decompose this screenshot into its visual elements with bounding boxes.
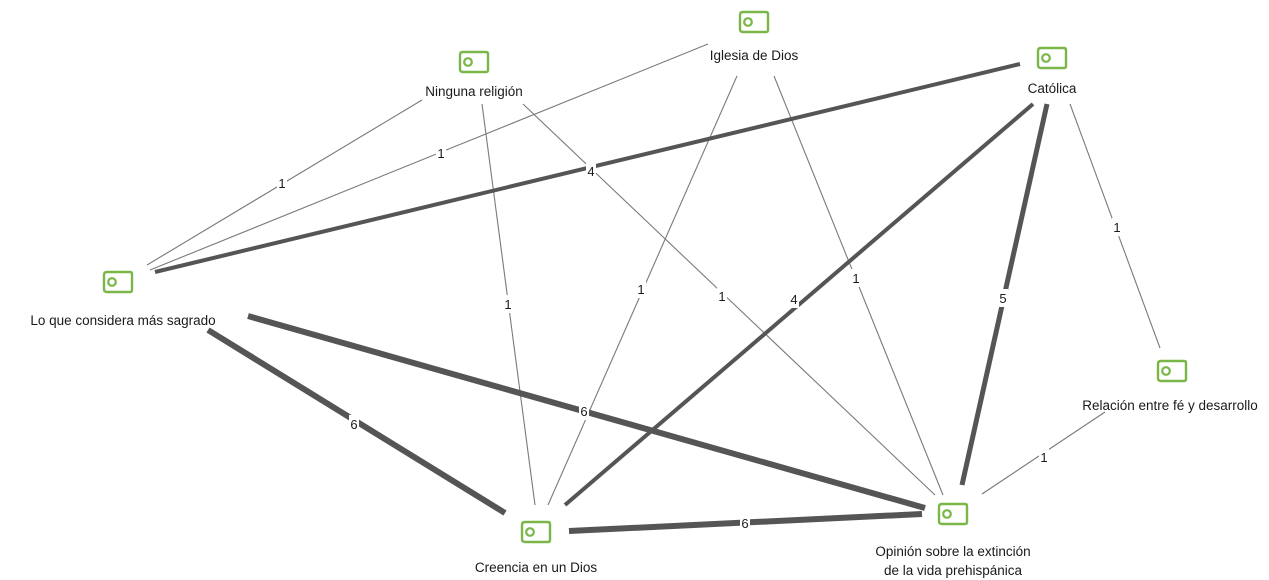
edge-weight-label: 6: [350, 417, 357, 432]
edge-label-background: [717, 287, 727, 305]
edge-iglesia-sagrado[interactable]: [149, 43, 709, 271]
node-opinion-extincion[interactable]: Opinión sobre la extinción de la vida pre…: [875, 502, 1031, 578]
code-tag-icon: [102, 270, 134, 294]
edge-weight-label: 1: [437, 146, 444, 161]
edge-label-background: [436, 144, 446, 162]
node-ninguna-religion[interactable]: Ninguna religión: [425, 50, 523, 99]
edge-label-background: [789, 290, 799, 308]
edge-weight-label: 1: [637, 282, 644, 297]
node-label: Católica: [1028, 81, 1077, 96]
edge-label-catolica-sagrado: 4: [586, 162, 596, 180]
edge-label-background: [1112, 218, 1122, 236]
edge-weight-label: 4: [587, 164, 594, 179]
edges-layer: [146, 43, 1161, 534]
edge-label-sagrado-opinion: 6: [579, 402, 589, 420]
node-label: de la vida prehispánica: [884, 563, 1023, 578]
edge-label-ninguna-creencia: 1: [503, 295, 513, 313]
edge-label-ninguna-opinion: 1: [717, 287, 727, 305]
edge-label-sagrado-creencia: 6: [349, 415, 359, 433]
edge-label-background: [503, 295, 513, 313]
edge-label-background: [579, 402, 589, 420]
edge-label-iglesia-sagrado: 1: [436, 144, 446, 162]
node-label: Lo que considera más sagrado: [30, 313, 215, 328]
node-iglesia-de-dios[interactable]: Iglesia de Dios: [710, 10, 799, 63]
edge-label-background: [586, 162, 596, 180]
node-creencia-en-un-dios[interactable]: Creencia en un Dios: [475, 520, 598, 575]
edge-weight-label: 1: [718, 289, 725, 304]
code-tag-icon: [738, 10, 770, 34]
edge-label-relacion-opinion: 1: [1039, 448, 1049, 466]
node-relacion-fe-desarrollo[interactable]: Relación entre fé y desarrollo: [1082, 359, 1258, 413]
edge-weight-label: 1: [1040, 450, 1047, 465]
edge-label-catolica-relacion: 1: [1112, 218, 1122, 236]
edge-label-background: [998, 289, 1008, 307]
node-label: Creencia en un Dios: [475, 560, 598, 575]
edge-label-creencia-opinion: 6: [740, 514, 750, 532]
code-tag-icon: [1036, 46, 1068, 70]
code-tag-icon: [458, 50, 490, 74]
edge-label-background: [851, 269, 861, 287]
node-label: Relación entre fé y desarrollo: [1082, 398, 1258, 413]
edge-label-background: [1039, 448, 1049, 466]
code-tag-icon: [1156, 359, 1188, 383]
edge-weight-label: 6: [741, 516, 748, 531]
code-tag-icon: [520, 520, 552, 544]
edge-label-background: [740, 514, 750, 532]
edge-weight-label: 1: [504, 297, 511, 312]
edge-ninguna-opinion[interactable]: [522, 103, 936, 496]
edge-weight-label: 1: [852, 271, 859, 286]
code-tag-icon: [937, 502, 969, 526]
edge-label-iglesia-opinion: 1: [851, 269, 861, 287]
edge-label-catolica-creencia: 4: [789, 290, 799, 308]
edge-label-background: [277, 174, 287, 192]
edge-label-background: [349, 415, 359, 433]
edge-weight-label: 4: [790, 292, 797, 307]
edge-weight-label: 1: [278, 176, 285, 191]
nodes-layer: Ninguna religión Iglesia de DiosCatólicaL…: [30, 10, 1258, 578]
edge-label-catolica-opinion: 5: [998, 289, 1008, 307]
node-label: Opinión sobre la extinción: [875, 544, 1030, 559]
node-lo-que-considera-mas-sagrado[interactable]: Lo que considera más sagrado: [30, 270, 216, 328]
edge-label-ninguna-sagrado: 1: [277, 174, 287, 192]
edge-labels-layer: 1 1 1 1 1 1 4 4 5 1 6 6 6 1: [277, 144, 1122, 532]
edge-weight-label: 6: [580, 404, 587, 419]
node-label: Iglesia de Dios: [710, 48, 799, 63]
node-label: Ninguna religión: [425, 84, 523, 99]
edge-weight-label: 5: [999, 291, 1006, 306]
edge-label-iglesia-creencia: 1: [636, 280, 646, 298]
node-catolica[interactable]: Católica: [1028, 46, 1077, 96]
edge-label-background: [636, 280, 646, 298]
edge-weight-label: 1: [1113, 220, 1120, 235]
